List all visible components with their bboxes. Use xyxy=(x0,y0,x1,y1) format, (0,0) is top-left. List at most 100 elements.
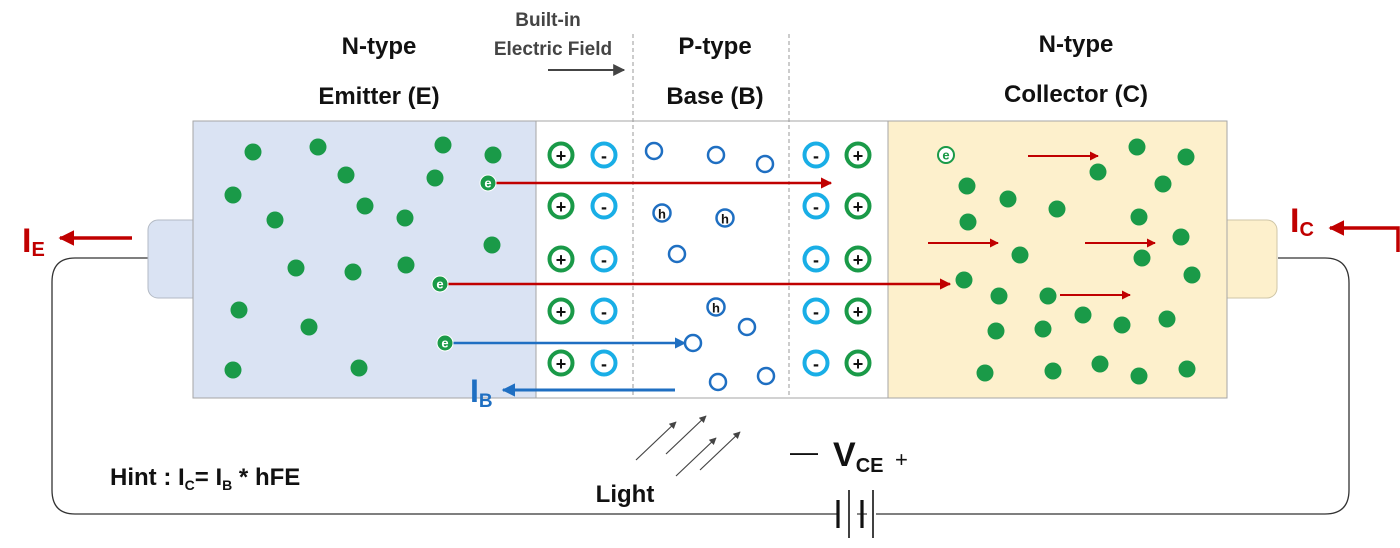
electron-dot xyxy=(1091,355,1109,373)
positive-ion-icon: + xyxy=(547,297,575,325)
electron-dots xyxy=(224,136,1201,385)
negative-ion-icon: - xyxy=(590,297,618,325)
svg-text:-: - xyxy=(601,197,607,217)
svg-text:-: - xyxy=(813,354,819,374)
positive-ion-icon: + xyxy=(547,141,575,169)
base-current-label: IB xyxy=(470,373,493,412)
collector-current-arrow xyxy=(1328,220,1400,252)
electron-dot xyxy=(955,271,973,289)
positive-ion-icon: + xyxy=(844,141,872,169)
hole-icon xyxy=(683,333,703,353)
svg-text:h: h xyxy=(658,207,666,222)
svg-text:+: + xyxy=(853,250,864,270)
svg-text:+: + xyxy=(556,250,567,270)
svg-text:e: e xyxy=(441,336,448,351)
voltage-label: VCE xyxy=(833,436,883,477)
positive-ion-icon: + xyxy=(844,192,872,220)
positive-ion-icon: + xyxy=(547,245,575,273)
circuit-wire xyxy=(51,257,1350,515)
carrier-flow-arrows xyxy=(447,151,1156,349)
electron-dot xyxy=(350,359,368,377)
svg-text:e: e xyxy=(484,176,491,191)
positive-ion-icon: + xyxy=(844,297,872,325)
positive-ion-icon: + xyxy=(547,192,575,220)
electron-dot xyxy=(1183,266,1201,284)
hole-labeled-icon: h xyxy=(652,203,672,223)
svg-text:-: - xyxy=(601,354,607,374)
svg-text:-: - xyxy=(601,250,607,270)
electron-dot xyxy=(958,177,976,195)
electron-dot xyxy=(1113,316,1131,334)
negative-ion-icon: - xyxy=(802,297,830,325)
electron-dot xyxy=(1011,246,1029,264)
hole-icon xyxy=(706,145,726,165)
svg-text:+: + xyxy=(853,146,864,166)
hole-labeled-icon: h xyxy=(715,208,735,228)
svg-text:-: - xyxy=(601,146,607,166)
electron-dot xyxy=(1128,138,1146,156)
hole-icon xyxy=(667,244,687,264)
electron-dot xyxy=(976,364,994,382)
electron-dot xyxy=(484,146,502,164)
svg-text:+: + xyxy=(556,354,567,374)
svg-text:-: - xyxy=(813,250,819,270)
collector-type-label: N-type xyxy=(1039,31,1114,58)
svg-text:-: - xyxy=(601,302,607,322)
svg-text:-: - xyxy=(813,146,819,166)
electron-icon: e xyxy=(436,334,454,352)
depletion-ions: +--++--++--++--++--+ xyxy=(547,141,872,377)
positive-ion-icon: + xyxy=(844,245,872,273)
electron-dot xyxy=(287,259,305,277)
electron-icon: e xyxy=(937,146,955,164)
emitter-current-label: IE xyxy=(22,222,45,261)
electron-dot xyxy=(337,166,355,184)
hole-icon xyxy=(708,372,728,392)
positive-ion-icon: + xyxy=(547,349,575,377)
electron-dot xyxy=(1172,228,1190,246)
electron-icon: e xyxy=(479,174,497,192)
svg-text:+: + xyxy=(853,302,864,322)
base-type-label: P-type xyxy=(678,33,751,60)
svg-text:+: + xyxy=(556,302,567,322)
negative-ion-icon: - xyxy=(802,245,830,273)
positive-ion-icon: + xyxy=(844,349,872,377)
electron-dot xyxy=(397,256,415,274)
hole-icon xyxy=(755,154,775,174)
base-name-label: Base (B) xyxy=(666,83,763,110)
electron-dot xyxy=(1177,148,1195,166)
svg-text:h: h xyxy=(712,301,720,316)
electron-dot xyxy=(1130,208,1148,226)
electron-dot xyxy=(244,143,262,161)
emitter-name-label: Emitter (E) xyxy=(318,83,439,110)
negative-ion-icon: - xyxy=(590,349,618,377)
electron-dot xyxy=(1130,367,1148,385)
negative-ion-icon: - xyxy=(802,141,830,169)
voltage-minus: — xyxy=(790,436,818,467)
light-rays xyxy=(635,415,741,477)
hint-formula: Hint : IC= IB * hFE xyxy=(110,464,300,493)
electron-dot xyxy=(1158,310,1176,328)
emitter-type-label: N-type xyxy=(342,33,417,60)
negative-ion-icon: - xyxy=(590,192,618,220)
svg-text:+: + xyxy=(853,197,864,217)
electron-dot xyxy=(1039,287,1057,305)
electron-dot xyxy=(309,138,327,156)
electron-dot xyxy=(990,287,1008,305)
electron-dot xyxy=(1074,306,1092,324)
electron-dot xyxy=(300,318,318,336)
labeled-holes: h h h xyxy=(652,203,735,317)
field-label-line2: Electric Field xyxy=(494,39,612,60)
electron-dot xyxy=(396,209,414,227)
hole-labeled-icon: h xyxy=(706,297,726,317)
collector-current-label: IC xyxy=(1290,202,1314,241)
voltage-plus: + xyxy=(895,447,908,472)
collector-name-label: Collector (C) xyxy=(1004,81,1148,108)
negative-ion-icon: - xyxy=(590,245,618,273)
electron-dot xyxy=(356,197,374,215)
hole-icon xyxy=(737,317,757,337)
electron-dot xyxy=(959,213,977,231)
negative-ion-icon: - xyxy=(802,349,830,377)
